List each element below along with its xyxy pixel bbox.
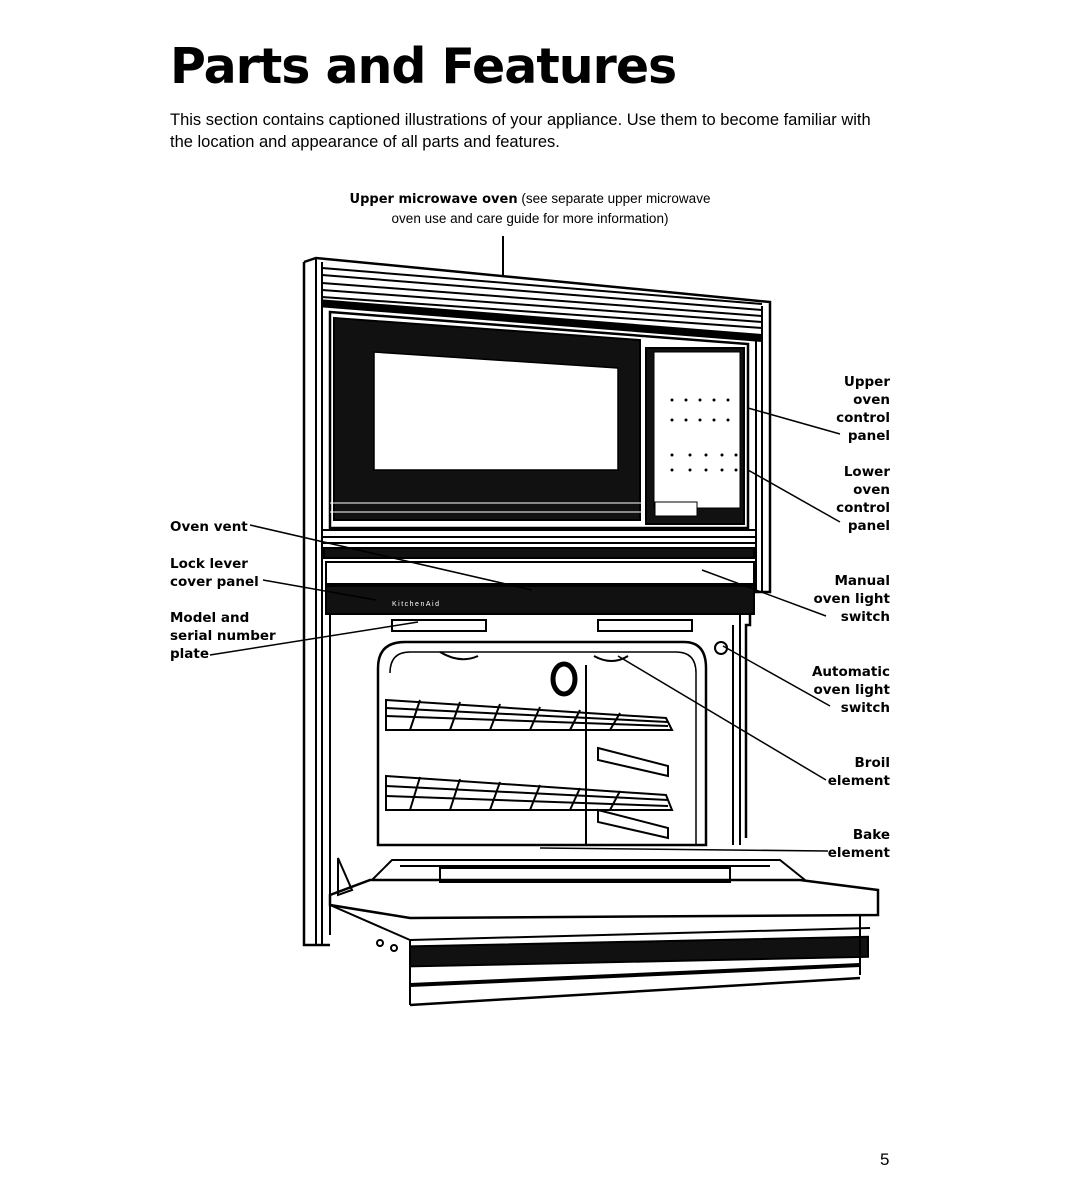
label-upper-oven-control-panel: Upper oven control panel: [836, 373, 890, 445]
label-line: Model and: [170, 610, 250, 626]
oven-door-open: [328, 857, 880, 1007]
leader-auto-light: [722, 645, 831, 707]
label-line: plate: [170, 646, 210, 662]
label-line: Bake: [852, 827, 890, 843]
label-line: element: [827, 773, 890, 789]
lower-rack: [385, 774, 674, 811]
label-bake-element: Bake element: [828, 826, 890, 862]
leader-lines: [209, 407, 841, 852]
label-line: panel: [847, 428, 890, 444]
upper-microwave-caption-bold: Upper microwave oven: [349, 192, 518, 207]
label-line: Broil: [854, 755, 890, 771]
label-line: serial number: [170, 628, 276, 644]
leader-upper-control: [747, 407, 841, 435]
control-keypad-dots: [670, 398, 738, 472]
label-line: Manual: [834, 573, 890, 589]
label-line: Oven vent: [170, 519, 248, 535]
leader-lock-lever: [262, 579, 377, 601]
leader-manual-light: [701, 569, 827, 617]
label-model-serial-plate: Model and serial number plate: [170, 609, 276, 663]
intro-paragraph: This section contains captioned illustra…: [170, 111, 871, 151]
leader-model-plate: [209, 621, 419, 656]
brand-logo: KitchenAid: [392, 601, 440, 608]
label-line: Lower: [843, 464, 890, 480]
label-lower-oven-control-panel: Lower oven control panel: [836, 463, 890, 535]
label-broil-element: Broil element: [828, 754, 890, 790]
label-line: Upper: [843, 374, 890, 390]
label-line: cover panel: [170, 574, 259, 590]
label-lock-lever-cover-panel: Lock lever cover panel: [170, 555, 259, 591]
upper-microwave-caption: Upper microwave oven (see separate upper…: [300, 189, 760, 228]
label-line: switch: [840, 700, 890, 716]
leader-lower-control: [747, 469, 841, 523]
upper-rack: [385, 698, 674, 731]
page-number: 5: [880, 1150, 890, 1169]
label-manual-oven-light-switch: Manual oven light switch: [813, 572, 890, 626]
label-line: switch: [840, 609, 890, 625]
upper-microwave-caption-line2: oven use and care guide for more informa…: [391, 211, 669, 226]
label-line: oven light: [813, 591, 890, 607]
upper-microwave-caption-rest: (see separate upper microwave: [517, 191, 711, 206]
label-line: Automatic: [811, 664, 890, 680]
oven-vent-strip: KitchenAid: [322, 529, 756, 615]
leader-broil: [617, 655, 827, 781]
oven-cabinet: [302, 256, 772, 947]
oven-light: [550, 661, 578, 697]
leader-oven-vent: [249, 524, 533, 591]
page-title: Parts and Features: [170, 38, 677, 95]
leader-bake: [539, 847, 829, 852]
label-line: element: [827, 845, 890, 861]
label-line: oven: [853, 392, 890, 408]
oven-cavity: [376, 640, 708, 847]
label-oven-vent: Oven vent: [170, 518, 248, 536]
label-line: oven light: [813, 682, 890, 698]
label-line: panel: [847, 518, 890, 534]
label-line: Lock lever: [170, 556, 248, 572]
label-line: control: [836, 500, 890, 516]
label-automatic-oven-light-switch: Automatic oven light switch: [812, 663, 890, 717]
upper-microwave-oven: [328, 310, 750, 530]
label-line: control: [836, 410, 890, 426]
label-line: oven: [853, 482, 890, 498]
